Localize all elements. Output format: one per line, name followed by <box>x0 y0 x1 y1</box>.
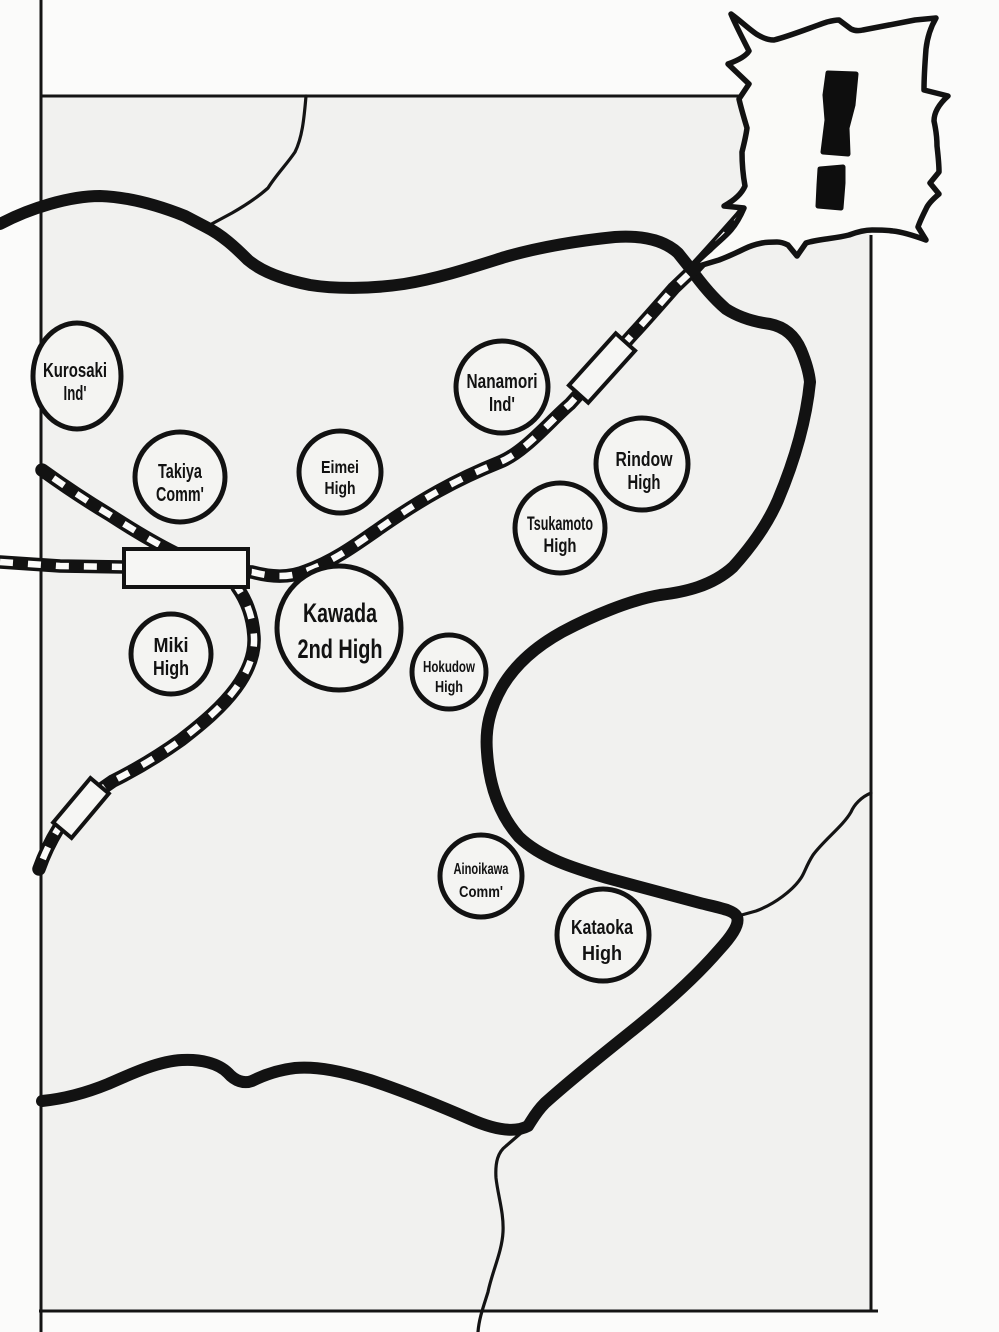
svg-text:High: High <box>435 679 463 697</box>
svg-text:Comm': Comm' <box>156 483 204 506</box>
svg-text:Kataoka: Kataoka <box>571 916 634 938</box>
svg-text:Ind': Ind' <box>64 382 87 404</box>
svg-text:Ainoikawa: Ainoikawa <box>454 860 509 877</box>
svg-text:Rindow: Rindow <box>616 448 674 470</box>
svg-text:Tsukamoto: Tsukamoto <box>527 513 593 534</box>
svg-text:Ind': Ind' <box>489 393 515 416</box>
svg-text:Nanamori: Nanamori <box>467 370 538 392</box>
svg-text:High: High <box>582 943 622 965</box>
svg-text:Kawada: Kawada <box>303 598 378 628</box>
svg-text:Miki: Miki <box>154 635 189 657</box>
svg-text:High: High <box>153 657 189 679</box>
svg-text:High: High <box>544 535 577 556</box>
svg-text:Comm': Comm' <box>459 884 503 901</box>
svg-text:High: High <box>628 471 661 494</box>
svg-text:2nd High: 2nd High <box>298 635 383 665</box>
svg-text:High: High <box>325 478 356 498</box>
svg-text:Hokudow: Hokudow <box>423 657 475 675</box>
svg-text:Takiya: Takiya <box>158 460 202 483</box>
svg-text:Eimei: Eimei <box>321 457 359 477</box>
svg-text:Kurosaki: Kurosaki <box>43 359 107 382</box>
